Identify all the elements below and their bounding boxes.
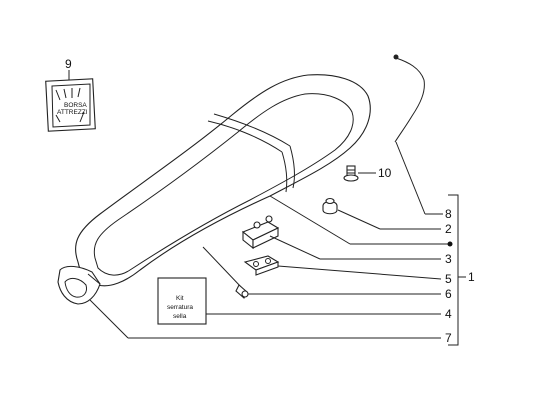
kit-label-line3: sella	[173, 313, 187, 320]
kit-label-line2: serratura	[167, 304, 193, 311]
lock-bracket	[241, 215, 280, 250]
seat-lock-cable	[393, 54, 425, 143]
hinge-cover	[57, 265, 101, 305]
leader-seat	[269, 195, 351, 245]
rubber-buffer	[322, 197, 338, 215]
callout-6: 6	[445, 287, 452, 301]
leader-8	[395, 141, 426, 215]
leader-7	[89, 299, 129, 339]
callout-4: 4	[445, 307, 452, 321]
callout-7: 7	[445, 331, 452, 345]
screw	[343, 165, 359, 182]
latch-plate	[243, 255, 280, 276]
leader-5	[277, 265, 442, 280]
leader-2	[337, 209, 381, 230]
callout-8: 8	[445, 207, 452, 221]
leader-3	[269, 235, 321, 260]
kit-label-line1: Kit	[176, 295, 184, 302]
tool-bag-label-line2: ATTREZZI	[57, 109, 88, 116]
lock-kit-box: Kit serratura sella	[157, 277, 207, 325]
seat-reference-dot	[447, 241, 453, 247]
callout-3: 3	[445, 252, 452, 266]
tool-bag-label-line1: BORSA	[64, 102, 87, 109]
callout-10: 10	[378, 166, 392, 180]
callout-1: 1	[468, 270, 475, 284]
seat	[74, 74, 371, 287]
group-bracket-1	[448, 194, 459, 346]
tool-bag: BORSA ATTREZZI	[45, 78, 96, 132]
callout-2: 2	[445, 222, 452, 236]
callout-9: 9	[65, 57, 72, 71]
cable-tie	[202, 246, 249, 299]
callout-5: 5	[445, 272, 452, 286]
